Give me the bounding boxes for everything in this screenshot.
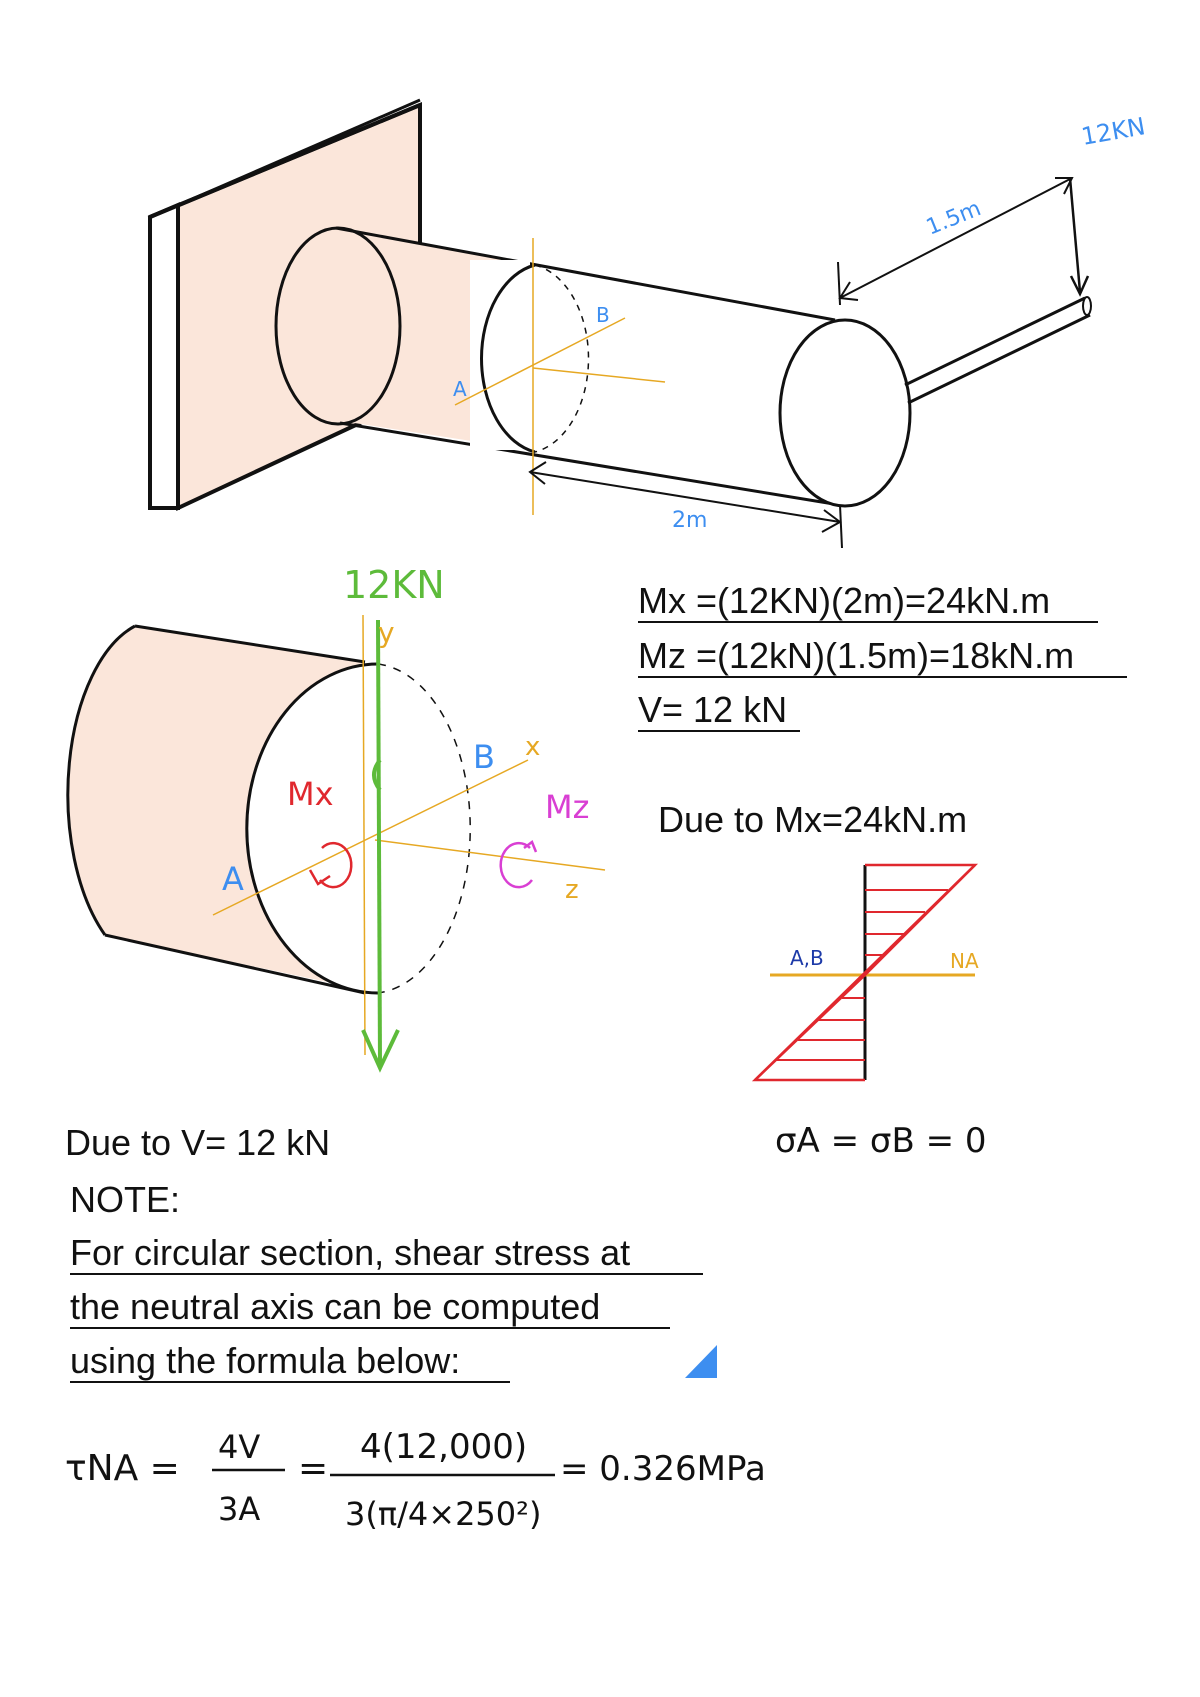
sigma-result: σA = σB = 0: [775, 1121, 987, 1161]
section-ellipse-dashed: [534, 264, 590, 453]
formula-lhs: τNA =: [65, 1448, 180, 1489]
shear-formula: τNA = 4V 3A = 4(12,000) 3(π/4×250²) = 0.…: [65, 1427, 766, 1533]
corner-marker-icon: [685, 1345, 717, 1378]
result-mz: Mz =(12kN)(1.5m)=18kN.m: [638, 635, 1074, 676]
load-label: 12KN: [1079, 112, 1147, 151]
cylinder-back-end: [274, 226, 402, 426]
stress-distribution-line: [751, 863, 979, 1082]
na-label: NA: [950, 949, 979, 973]
top-point-b-label: B: [596, 303, 610, 327]
dim-axial-label: 2m: [672, 508, 707, 533]
result-v: V= 12 kN: [638, 689, 787, 730]
section-face-dashed: [377, 663, 471, 994]
shear-heading: Due to V= 12 kN: [65, 1122, 330, 1163]
formula-frac1-num: 4V: [218, 1428, 260, 1466]
note-title: NOTE:: [70, 1179, 180, 1220]
svg-text:=: =: [298, 1448, 328, 1489]
cylinder-free-end: [778, 318, 912, 508]
section-point-b-label: B: [473, 738, 495, 776]
axis-x-label: x: [525, 732, 540, 762]
axis-z-label: z: [565, 875, 579, 905]
moment-results: Mx =(12KN)(2m)=24kN.m Mz =(12kN)(1.5m)=1…: [638, 580, 1127, 732]
section-figure: 12KN y x z Mx Mz A B: [66, 563, 606, 1073]
top-beam-figure: 12KN 1.5m 2m A B: [147, 98, 1147, 549]
points-ab-label: A,B: [790, 946, 824, 970]
note-line-1: For circular section, shear stress at: [70, 1232, 630, 1273]
dim-axial-line: [529, 471, 841, 523]
bending-stress-diagram: Due to Mx=24kN.m A,B NA σA = σB = 0: [658, 799, 987, 1161]
moment-x-label: Mx: [287, 775, 334, 813]
mx-rotation-arrow: [319, 841, 353, 889]
formula-frac2-den: 3(π/4×250²): [345, 1495, 541, 1533]
top-point-a-label: A: [453, 377, 467, 401]
section-point-a-label: A: [222, 860, 244, 898]
section-face-solid: [246, 664, 378, 993]
section-force-label: 12KN: [343, 563, 445, 607]
section-ellipse-solid: [480, 263, 536, 454]
formula-frac2-num: 4(12,000): [360, 1427, 527, 1467]
load-arrow: [1068, 177, 1082, 293]
moment-z-label: Mz: [545, 788, 589, 826]
mz-rotation-arrow: [499, 841, 533, 889]
axis-y-label: y: [378, 616, 395, 649]
note-line-3: using the formula below:: [70, 1340, 460, 1381]
shear-force-arrow: [376, 619, 382, 1066]
dim-horizontal-label: 1.5m: [923, 196, 985, 240]
result-mx: Mx =(12KN)(2m)=24kN.m: [638, 580, 1050, 621]
formula-frac1-den: 3A: [218, 1490, 260, 1528]
dim-horizontal-line: [839, 177, 1073, 299]
note-line-2: the neutral axis can be computed: [70, 1286, 600, 1327]
wall-edge: [148, 201, 180, 510]
shear-note: Due to V= 12 kN NOTE: For circular secti…: [65, 1122, 717, 1383]
stress-heading: Due to Mx=24kN.m: [658, 799, 967, 840]
formula-result: = 0.326MPa: [560, 1449, 766, 1489]
